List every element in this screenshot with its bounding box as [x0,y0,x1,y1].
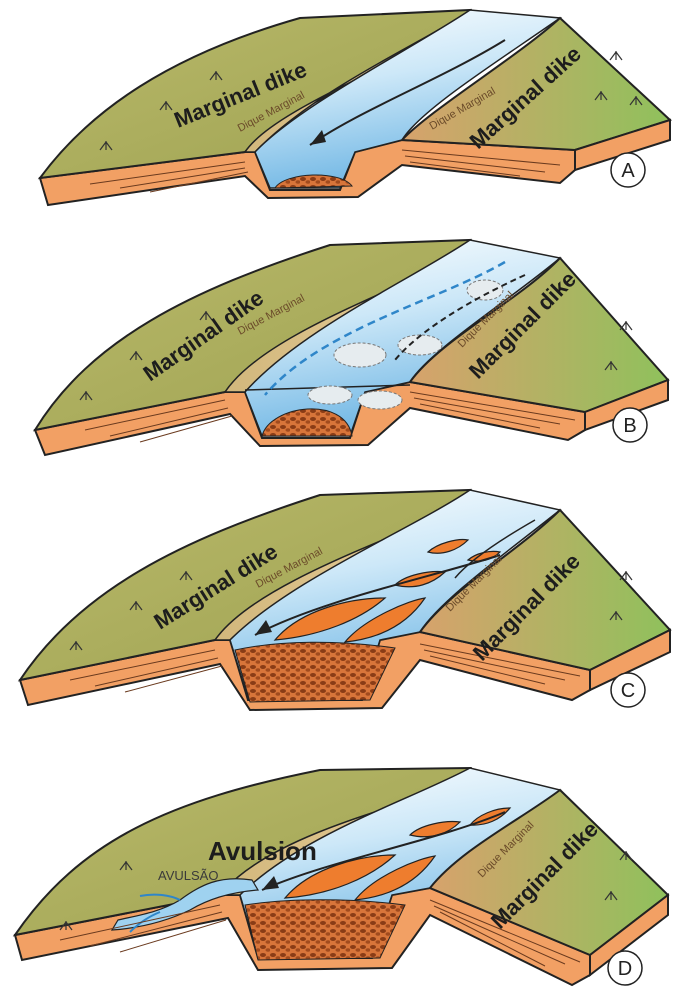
panel-letter: C [621,680,635,702]
panel-c: Marginal dike Dique Marginal Dique Margi… [20,490,670,710]
panel-b: Marginal dike Dique Marginal Dique Margi… [35,240,668,455]
gravel-fill [235,642,395,702]
panel-letter: B [623,415,636,437]
avulsion-label-en: Avulsion [208,836,317,866]
panel-d: Avulsion AVULSÃO Dique Marginal Marginal… [15,768,668,985]
panel-a: Marginal dike Dique Marginal Dique Margi… [40,10,670,205]
gravel-fill [245,900,405,960]
panel-letter: D [618,958,632,980]
avulsion-label-pt: AVULSÃO [158,868,218,883]
panel-letter: A [621,160,635,182]
